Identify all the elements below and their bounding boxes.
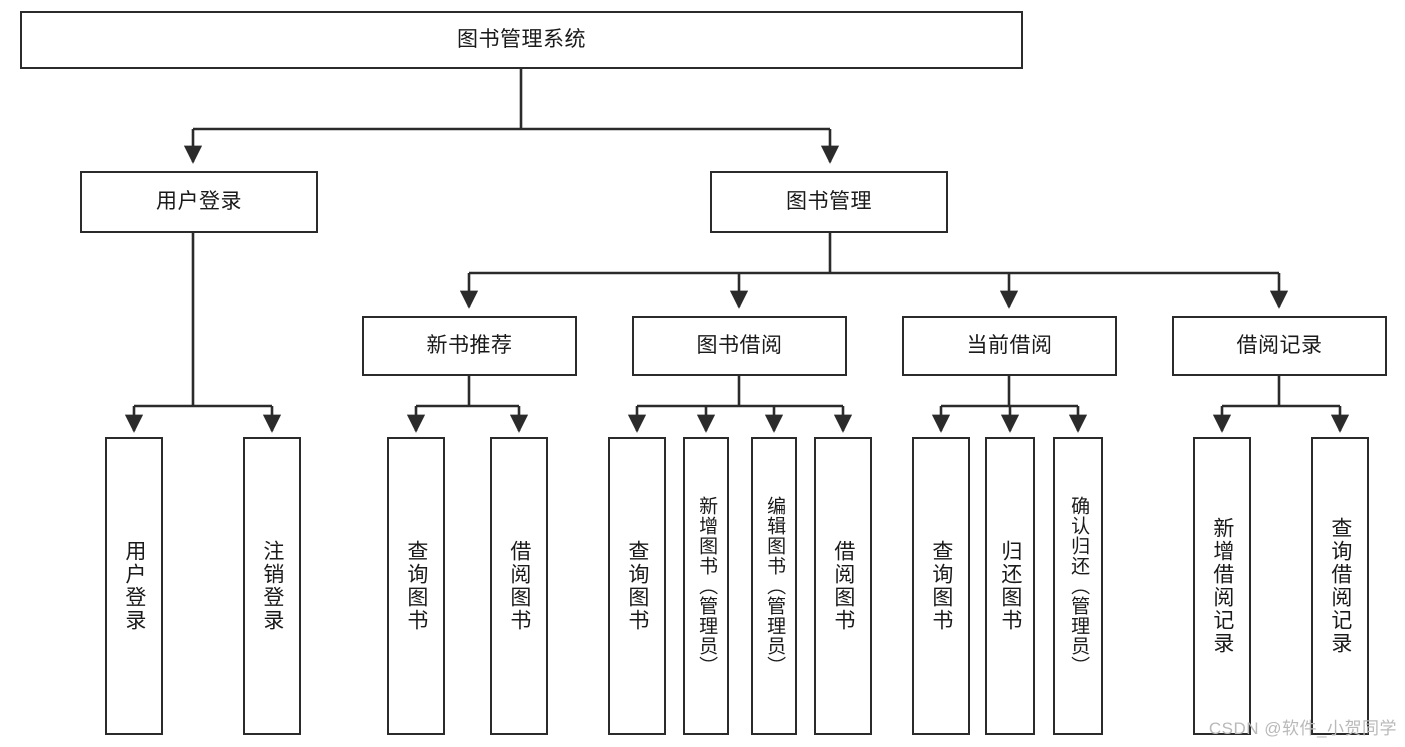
node-leaf-query-book-1[interactable]: 查询图书	[387, 437, 445, 735]
node-borrow-records-label: 借阅记录	[1236, 333, 1323, 357]
node-leaf-borrow-book-1-label: 借阅图书	[507, 540, 531, 632]
node-root[interactable]: 图书管理系统	[20, 11, 1023, 69]
node-leaf-borrow-book-1[interactable]: 借阅图书	[490, 437, 548, 735]
node-leaf-edit-book-label: 编辑图书（管理员）	[764, 496, 786, 676]
node-leaf-query-book-3-label: 查询图书	[929, 540, 953, 632]
node-leaf-confirm-return[interactable]: 确认归还（管理员）	[1053, 437, 1103, 735]
node-current-borrow-label: 当前借阅	[966, 333, 1053, 357]
node-root-label: 图书管理系统	[457, 27, 586, 51]
node-new-book-recommend-label: 新书推荐	[426, 333, 513, 357]
node-leaf-logout[interactable]: 注销登录	[243, 437, 301, 735]
node-book-management-label: 图书管理	[786, 189, 872, 213]
node-new-book-recommend[interactable]: 新书推荐	[362, 316, 577, 376]
node-leaf-edit-book[interactable]: 编辑图书（管理员）	[751, 437, 797, 735]
node-leaf-return-book-label: 归还图书	[998, 540, 1022, 632]
node-leaf-add-record[interactable]: 新增借阅记录	[1193, 437, 1251, 735]
node-leaf-add-book[interactable]: 新增图书（管理员）	[683, 437, 729, 735]
watermark-text: CSDN @软件_小贺同学	[1208, 719, 1397, 738]
node-leaf-borrow-book-2[interactable]: 借阅图书	[814, 437, 872, 735]
node-leaf-query-book-3[interactable]: 查询图书	[912, 437, 970, 735]
node-login-label: 用户登录	[156, 189, 242, 213]
node-borrow-records[interactable]: 借阅记录	[1172, 316, 1387, 376]
node-leaf-logout-label: 注销登录	[260, 540, 284, 632]
node-leaf-add-book-label: 新增图书（管理员）	[696, 496, 718, 676]
node-leaf-query-book-1-label: 查询图书	[404, 540, 428, 632]
node-leaf-query-record-label: 查询借阅记录	[1328, 517, 1352, 655]
node-leaf-user-login[interactable]: 用户登录	[105, 437, 163, 735]
node-book-management[interactable]: 图书管理	[710, 171, 948, 233]
node-leaf-confirm-return-label: 确认归还（管理员）	[1068, 496, 1090, 676]
node-leaf-borrow-book-2-label: 借阅图书	[831, 540, 855, 632]
node-leaf-user-login-label: 用户登录	[122, 540, 146, 632]
node-leaf-return-book[interactable]: 归还图书	[985, 437, 1035, 735]
node-book-borrow[interactable]: 图书借阅	[632, 316, 847, 376]
node-leaf-query-record[interactable]: 查询借阅记录	[1311, 437, 1369, 735]
node-leaf-query-book-2[interactable]: 查询图书	[608, 437, 666, 735]
node-book-borrow-label: 图书借阅	[696, 333, 783, 357]
node-leaf-add-record-label: 新增借阅记录	[1210, 517, 1234, 655]
node-login[interactable]: 用户登录	[80, 171, 318, 233]
node-leaf-query-book-2-label: 查询图书	[625, 540, 649, 632]
node-current-borrow[interactable]: 当前借阅	[902, 316, 1117, 376]
